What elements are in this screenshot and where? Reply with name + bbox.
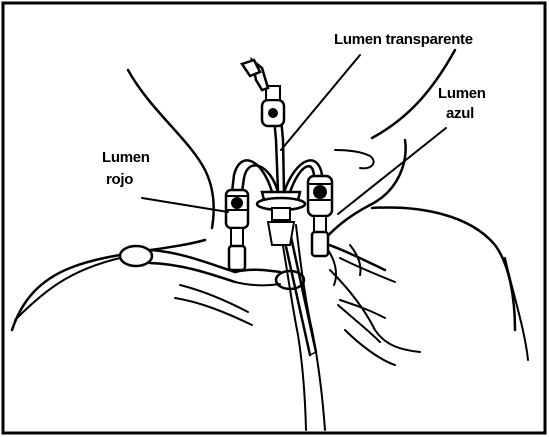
label-lumen-rojo-line2: rojo <box>106 171 133 188</box>
label-lumen-azul-line1: Lumen <box>438 85 486 102</box>
blue-lumen-connector <box>308 176 332 256</box>
label-lumen-rojo-line1: Lumen <box>102 149 150 166</box>
label-lumen-transparente: Lumen transparente <box>334 31 473 48</box>
label-lumen-azul-line2: azul <box>446 105 474 122</box>
